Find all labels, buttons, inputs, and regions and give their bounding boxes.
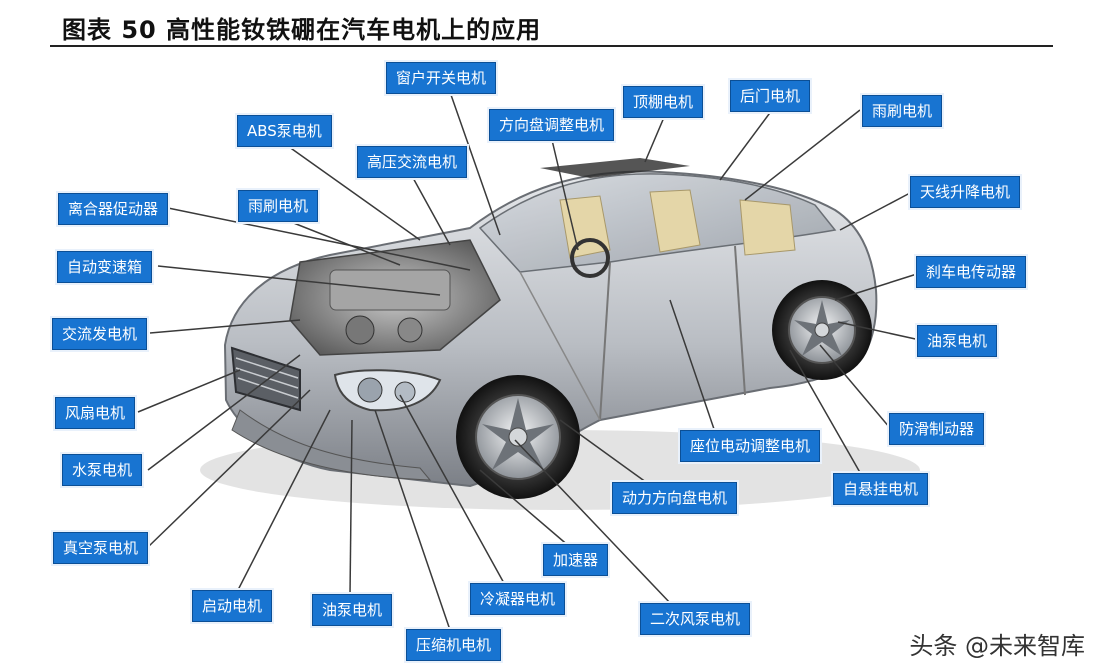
label-secondary-air-pump-motor: 二次风泵电机 — [640, 603, 751, 635]
seats — [559, 189, 796, 259]
label-auto-transmission: 自动变速箱 — [57, 251, 153, 283]
watermark: 头条 @未来智库 — [909, 632, 1085, 660]
label-accelerator: 加速器 — [543, 544, 609, 576]
label-anti-skid-brake: 防滑制动器 — [889, 413, 985, 445]
leader-wiper-front — [285, 219, 401, 266]
leader-wiper-rear — [744, 109, 861, 201]
car-illustration — [223, 158, 878, 499]
leader-oil-pump-bottom — [349, 419, 353, 596]
leader-oil-pump-right — [837, 321, 921, 341]
label-antenna-motor: 天线升降电机 — [910, 176, 1021, 208]
label-starter-motor: 启动电机 — [192, 590, 273, 622]
label-suspension-motor: 自悬挂电机 — [833, 473, 929, 505]
label-steering-adjust-motor: 方向盘调整电机 — [489, 109, 615, 141]
label-vacuum-pump-motor: 真空泵电机 — [53, 532, 149, 564]
leader-lines — [137, 91, 921, 631]
label-hv-ac-motor: 高压交流电机 — [357, 146, 468, 178]
leader-roof — [644, 114, 666, 163]
leader-antenna — [839, 192, 911, 231]
label-rear-door-motor: 后门电机 — [730, 80, 811, 112]
label-alternator: 交流发电机 — [52, 318, 148, 350]
leader-suspension — [789, 349, 863, 477]
label-abs-pump-motor: ABS泵电机 — [237, 115, 332, 147]
rear-wheel — [772, 280, 872, 380]
car-sunroof — [540, 158, 690, 178]
label-oil-pump-motor-right: 油泵电机 — [917, 325, 998, 357]
front-wheel — [456, 375, 580, 499]
front-bumper — [231, 409, 432, 481]
leader-window — [449, 91, 501, 236]
label-water-pump-motor: 水泵电机 — [62, 454, 143, 486]
leader-secondary-air — [514, 439, 673, 606]
label-compressor-motor: 压缩机电机 — [406, 629, 502, 661]
leader-rear-door — [719, 109, 773, 181]
title-underline — [50, 45, 1053, 47]
leader-vacuum-pump — [147, 389, 311, 548]
leader-power-steering — [559, 419, 651, 486]
label-window-switch-motor: 窗户开关电机 — [386, 62, 497, 94]
label-brake-actuator: 刹车电传动器 — [916, 256, 1027, 288]
headlight — [333, 369, 442, 412]
leader-abs — [284, 143, 421, 241]
label-condenser-motor: 冷凝器电机 — [470, 583, 566, 615]
label-fan-motor: 风扇电机 — [55, 397, 136, 429]
leader-auto-trans — [157, 265, 441, 296]
leader-hv-ac — [411, 175, 451, 246]
label-roof-motor: 顶棚电机 — [623, 86, 704, 118]
steering-wheel — [570, 238, 610, 278]
leader-clutch — [167, 207, 471, 271]
leader-anti-skid — [819, 344, 891, 429]
label-oil-pump-motor-bottom: 油泵电机 — [312, 594, 393, 626]
label-wiper-motor-rear: 雨刷电机 — [862, 95, 943, 127]
label-power-steering-motor: 动力方向盘电机 — [612, 482, 738, 514]
label-wiper-motor-front: 雨刷电机 — [238, 190, 319, 222]
label-seat-adjust-motor: 座位电动调整电机 — [680, 430, 821, 462]
leader-condenser — [399, 394, 506, 586]
leader-water-pump — [147, 354, 301, 471]
leader-steering-adjust — [551, 139, 579, 251]
leader-brake-actuator — [834, 272, 921, 301]
label-clutch-actuator: 离合器促动器 — [58, 193, 169, 225]
leader-seat — [669, 299, 716, 433]
leader-fan — [137, 369, 241, 413]
leader-starter — [237, 409, 331, 591]
figure-title: 图表 50 高性能钕铁硼在汽车电机上的应用 — [62, 16, 542, 44]
leader-alternator — [149, 319, 301, 334]
leader-compressor — [374, 409, 451, 631]
leader-accelerator — [479, 469, 571, 548]
